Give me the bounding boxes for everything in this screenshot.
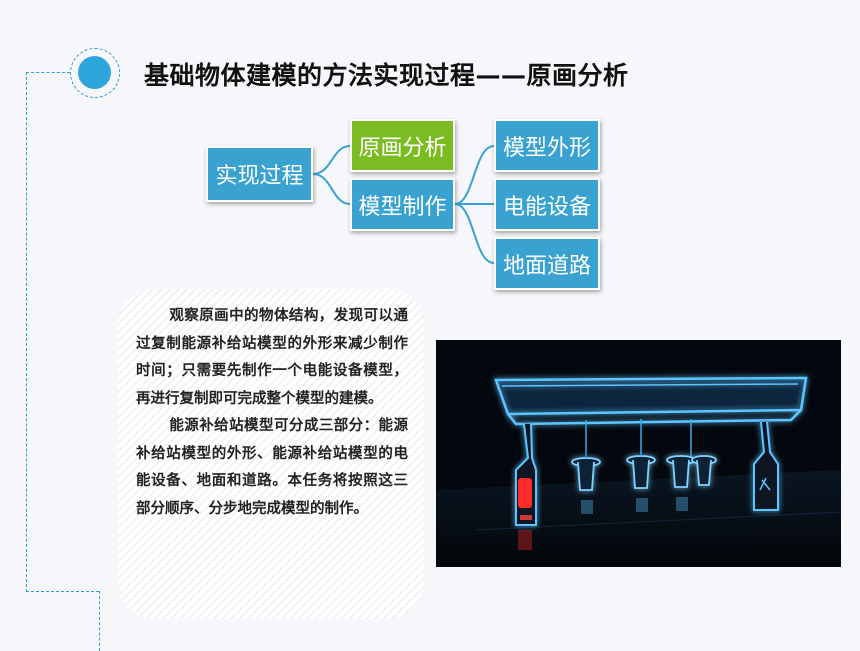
description-card: 观察原画中的物体结构，发现可以通过复制能源补给站模型的外形来减少制作时间；只需要… bbox=[118, 289, 424, 619]
frame-dashed-line-bottom-drop bbox=[99, 591, 100, 651]
energy-station-render-image bbox=[436, 340, 842, 567]
frame-dashed-line-left bbox=[26, 72, 27, 592]
description-paragraph-2: 能源补给站模型可分成三部分：能源补给站模型的外形、能源补给站模型的电能设备、地面… bbox=[136, 418, 408, 517]
description-paragraph-1: 观察原画中的物体结构，发现可以通过复制能源补给站模型的外形来减少制作时间；只需要… bbox=[136, 308, 408, 407]
frame-dashed-line-bottom bbox=[26, 591, 99, 592]
diagram-leaf-model-shape: 模型外形 bbox=[494, 119, 600, 172]
page-title: 基础物体建模的方法实现过程——原画分析 bbox=[144, 61, 629, 90]
neon-energy-station-icon bbox=[436, 340, 842, 567]
circle-dot-icon bbox=[78, 56, 111, 89]
diagram-leaf-power-equipment: 电能设备 bbox=[494, 178, 600, 231]
diagram-root-node: 实现过程 bbox=[206, 146, 313, 202]
frame-dashed-line-top bbox=[26, 72, 70, 73]
diagram-node-original-analysis: 原画分析 bbox=[350, 119, 455, 172]
diagram-leaf-ground-road: 地面道路 bbox=[494, 237, 600, 290]
diagram-node-model-making: 模型制作 bbox=[350, 178, 455, 231]
title-badge-icon bbox=[70, 48, 120, 98]
